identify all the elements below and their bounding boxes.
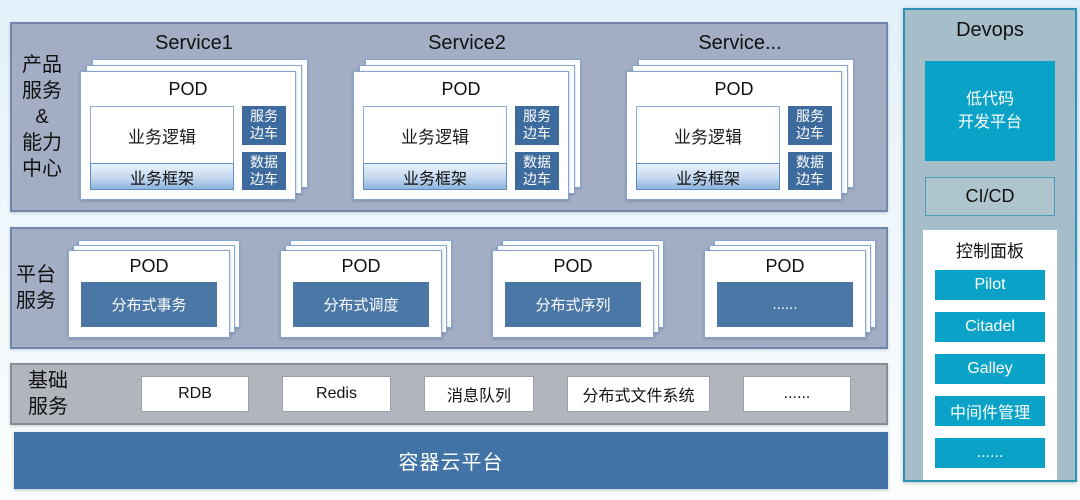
pod-title: POD [129, 256, 169, 276]
more-control-item: ...... [935, 438, 1045, 468]
platform-pod-stack-3: POD 分布式序列 [492, 240, 664, 338]
logic-column: 业务逻辑 业务框架 [90, 106, 234, 190]
service-group-3: Service... POD 业务逻辑 业务框架 服务 边车 数据 边车 [626, 28, 854, 200]
pod-card: POD 分布式调度 [280, 250, 442, 338]
business-framework-strip: 业务框架 [90, 163, 234, 190]
pod-card: POD 业务逻辑 业务框架 服务 边车 数据 边车 [626, 71, 842, 200]
control-panel-title: 控制面板 [956, 242, 1024, 261]
service-title: Service1 [155, 32, 233, 54]
middleware-management-item: 中间件管理 [935, 396, 1045, 426]
product-section-label: 产品 服务 & 能力 中心 [22, 54, 62, 180]
container-cloud-platform-bar: 容器云平台 [14, 432, 888, 489]
pod-title: POD [341, 256, 381, 276]
pod-body: 业务逻辑 业务框架 服务 边车 数据 边车 [363, 106, 559, 190]
services-row: Service1 POD 业务逻辑 业务框架 服务 边车 数据 边车 [72, 24, 886, 210]
pod-card: POD ...... [704, 250, 866, 338]
infra-row: RDB Redis 消息队列 分布式文件系统 ...... [84, 365, 886, 423]
pod-title: POD [765, 256, 805, 276]
logic-column: 业务逻辑 业务框架 [636, 106, 780, 190]
service-title: Service2 [428, 32, 506, 54]
control-panel: 控制面板 Pilot Citadel Galley 中间件管理 ...... [923, 230, 1057, 480]
basic-services-section: 基础 服务 RDB Redis 消息队列 分布式文件系统 ...... [10, 363, 888, 425]
devops-title: Devops [956, 19, 1024, 41]
distributed-filesystem-box: 分布式文件系统 [567, 376, 710, 412]
data-sidecar-box: 数据 边车 [515, 151, 559, 190]
business-framework-strip: 业务框架 [636, 163, 780, 190]
pod-stack: POD 业务逻辑 业务框架 服务 边车 数据 边车 [353, 59, 581, 200]
service-sidecar-box: 服务 边车 [515, 106, 559, 145]
pod-title: POD [168, 79, 208, 99]
service-group-1: Service1 POD 业务逻辑 业务框架 服务 边车 数据 边车 [80, 28, 308, 200]
pod-stack: POD 业务逻辑 业务框架 服务 边车 数据 边车 [626, 59, 854, 200]
redis-box: Redis [282, 376, 391, 412]
devops-panel: Devops 低代码 开发平台 CI/CD 控制面板 Pilot Citadel… [903, 8, 1077, 482]
sidecar-column: 服务 边车 数据 边车 [515, 106, 559, 190]
sidecar-column: 服务 边车 数据 边车 [788, 106, 832, 190]
pod-card: POD 分布式事务 [68, 250, 230, 338]
data-sidecar-box: 数据 边车 [242, 151, 286, 190]
data-sidecar-box: 数据 边车 [788, 151, 832, 190]
distributed-sequence-box: 分布式序列 [505, 282, 641, 327]
pod-title: POD [714, 79, 754, 99]
platform-pod-stack-4: POD ...... [704, 240, 876, 338]
citadel-item: Citadel [935, 312, 1045, 342]
pod-card: POD 业务逻辑 业务框架 服务 边车 数据 边车 [80, 71, 296, 200]
business-logic-box: 业务逻辑 [90, 106, 234, 164]
galley-item: Galley [935, 354, 1045, 384]
platform-services-section: 平台 服务 POD 分布式事务 POD 分布式调度 POD 分布式序列 [10, 227, 888, 349]
more-infra-box: ...... [743, 376, 851, 412]
infra-section-label: 基础 服务 [28, 370, 68, 418]
business-logic-box: 业务逻辑 [363, 106, 507, 164]
service-sidecar-box: 服务 边车 [242, 106, 286, 145]
pod-body: 业务逻辑 业务框架 服务 边车 数据 边车 [636, 106, 832, 190]
pod-body: 业务逻辑 业务框架 服务 边车 数据 边车 [90, 106, 286, 190]
cicd-box: CI/CD [925, 176, 1055, 216]
service-group-2: Service2 POD 业务逻辑 业务框架 服务 边车 数据 边车 [353, 28, 581, 200]
distributed-transaction-box: 分布式事务 [81, 282, 217, 327]
distributed-scheduling-box: 分布式调度 [293, 282, 429, 327]
message-queue-box: 消息队列 [424, 376, 534, 412]
lowcode-platform-box: 低代码 开发平台 [925, 61, 1055, 161]
logic-column: 业务逻辑 业务框架 [363, 106, 507, 190]
service-sidecar-box: 服务 边车 [788, 106, 832, 145]
platform-section-label: 平台 服务 [16, 264, 56, 312]
pod-card: POD 业务逻辑 业务框架 服务 边车 数据 边车 [353, 71, 569, 200]
business-framework-strip: 业务框架 [363, 163, 507, 190]
platform-pod-stack-2: POD 分布式调度 [280, 240, 452, 338]
pod-title: POD [441, 79, 481, 99]
platform-pod-stack-1: POD 分布式事务 [68, 240, 240, 338]
more-services-box: ...... [717, 282, 853, 327]
pod-title: POD [553, 256, 593, 276]
pod-card: POD 分布式序列 [492, 250, 654, 338]
pod-stack: POD 业务逻辑 业务框架 服务 边车 数据 边车 [80, 59, 308, 200]
service-title: Service... [698, 32, 782, 54]
rdb-box: RDB [141, 376, 249, 412]
pilot-item: Pilot [935, 270, 1045, 300]
business-logic-box: 业务逻辑 [636, 106, 780, 164]
product-services-section: 产品 服务 & 能力 中心 Service1 POD 业务逻辑 业务框架 服务 … [10, 22, 888, 212]
platform-pods-row: POD 分布式事务 POD 分布式调度 POD 分布式序列 POD [60, 229, 886, 347]
sidecar-column: 服务 边车 数据 边车 [242, 106, 286, 190]
